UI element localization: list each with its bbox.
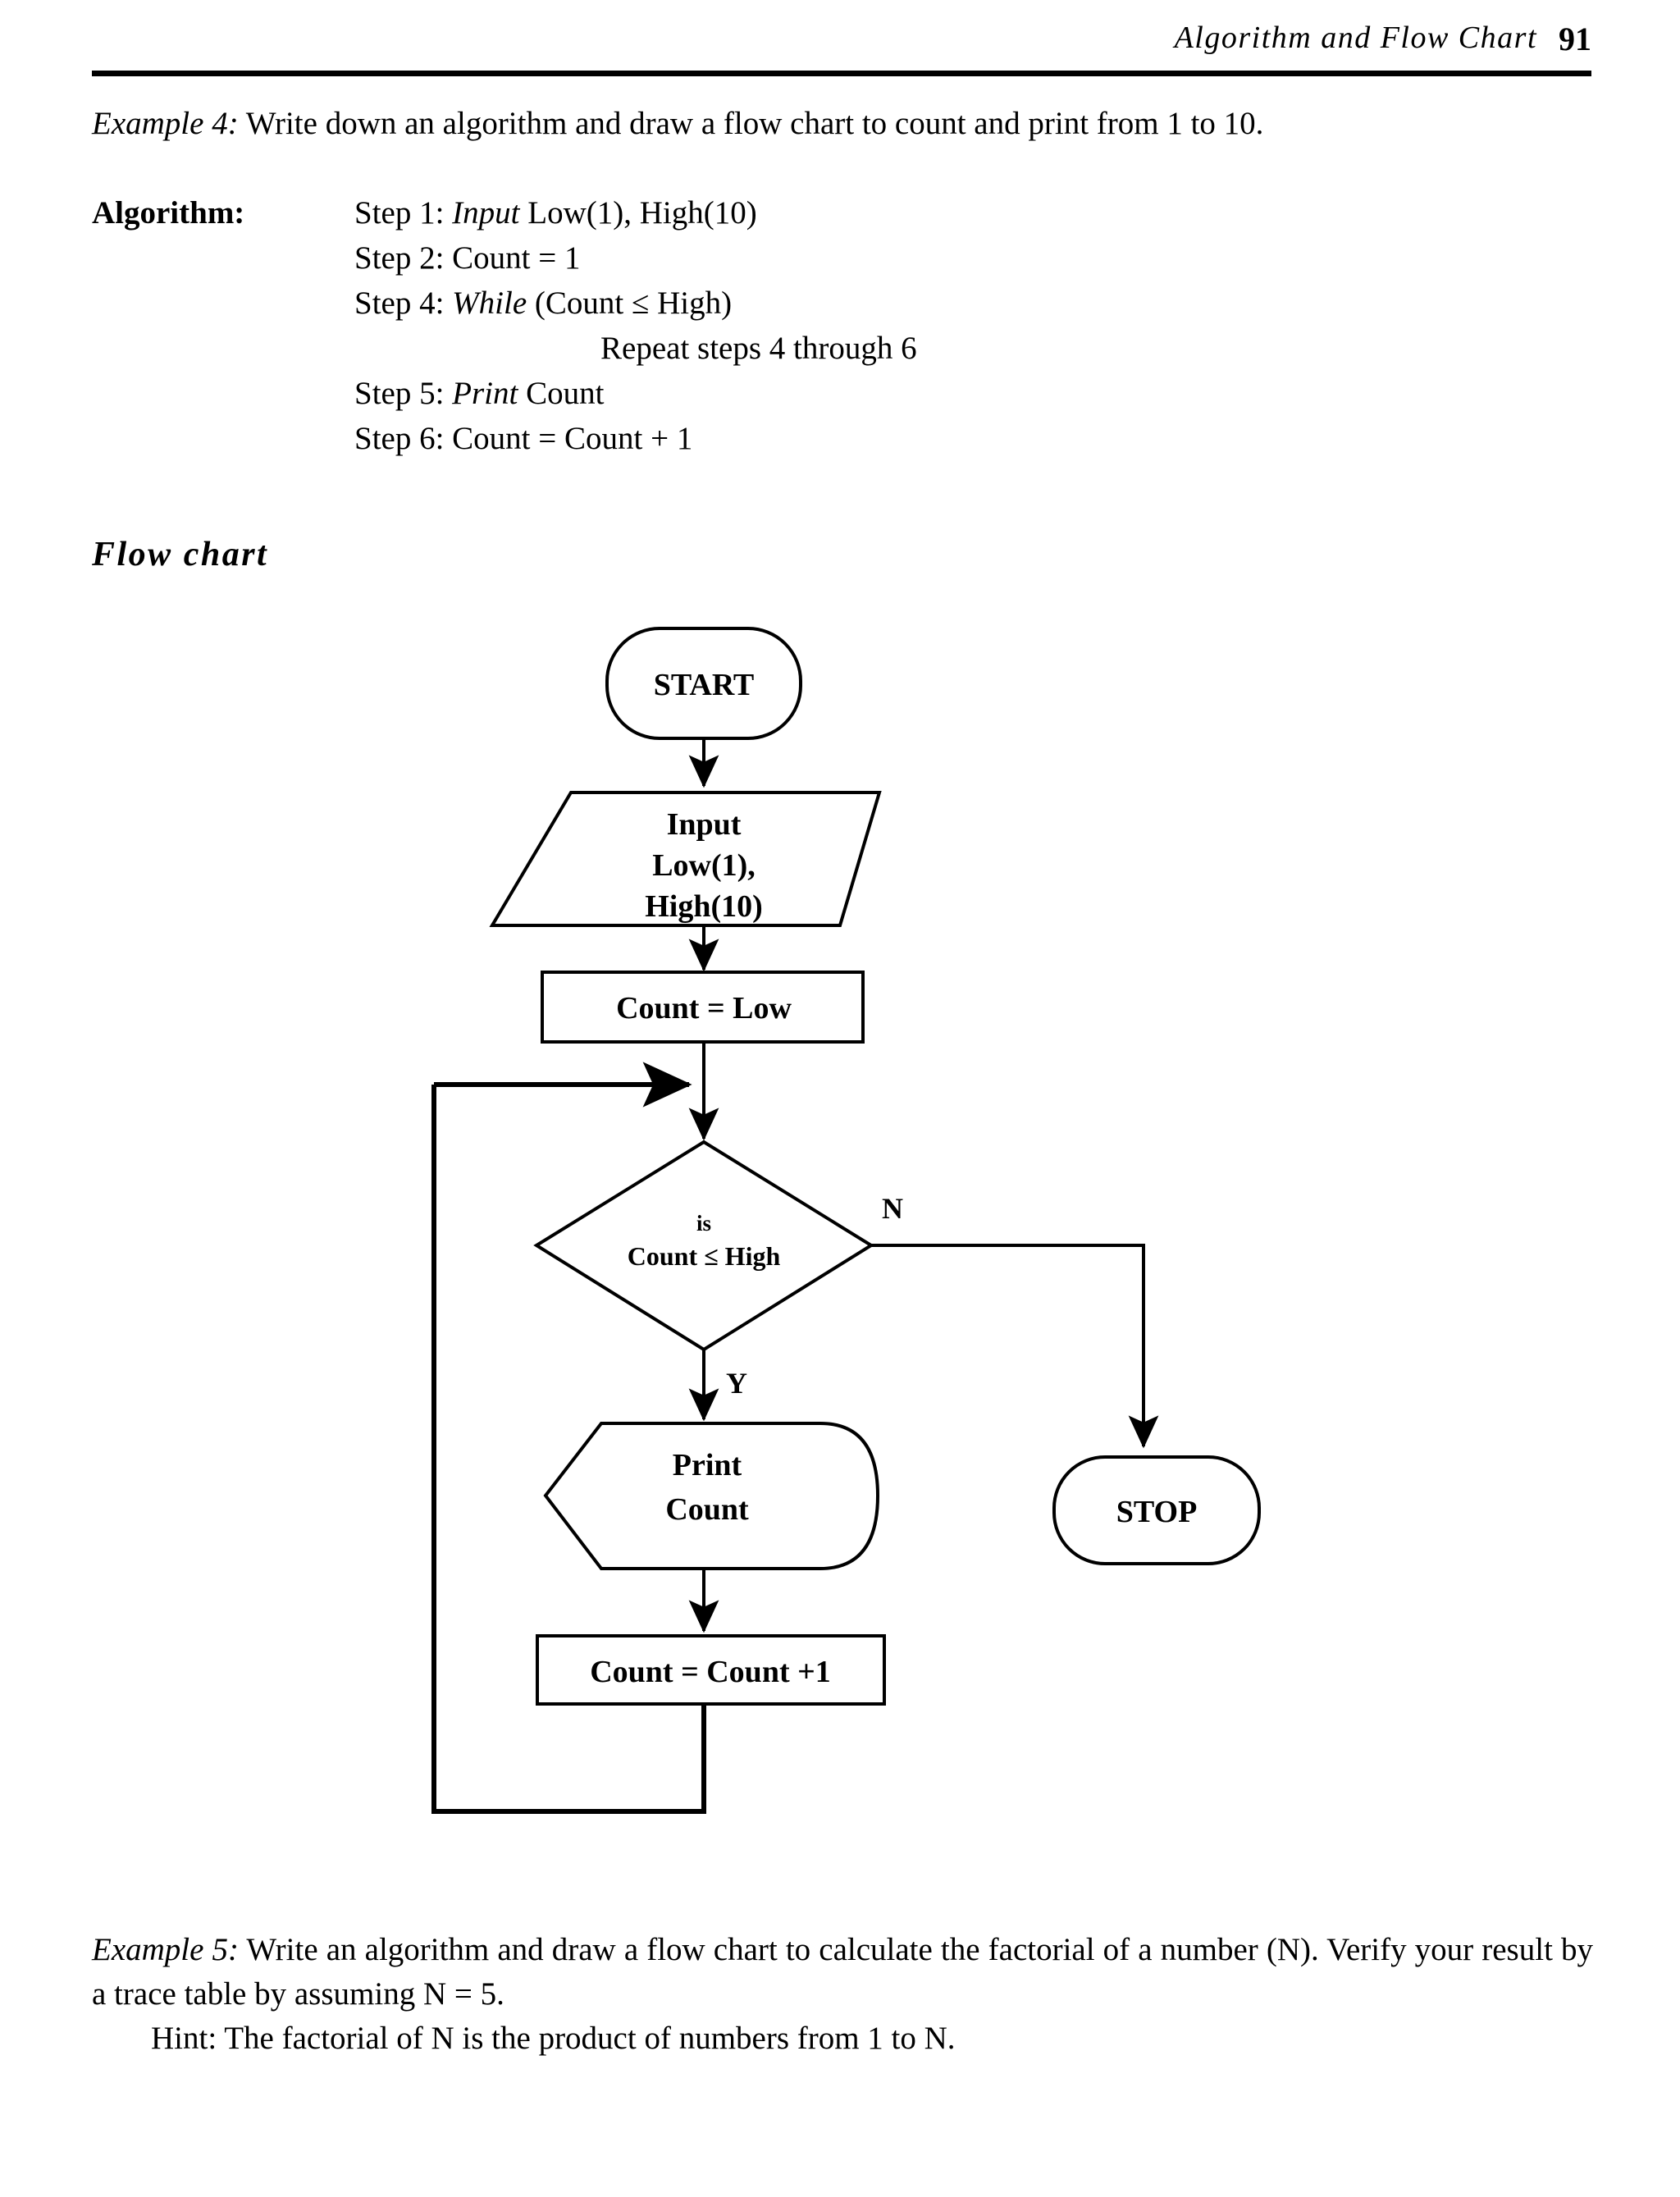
algorithm-step-text: Count = Count + 1	[452, 421, 693, 456]
algorithm-step-text: Count	[518, 376, 605, 411]
algorithm-step-keyword: Print	[452, 376, 518, 411]
algorithm-step: Step 4: While (Count ≤ High)	[354, 281, 1322, 326]
node-print: Print Count	[543, 1422, 880, 1570]
example-5-text: Write an algorithm and draw a flow chart…	[92, 1932, 1593, 2012]
algorithm-step-text: Repeat steps 4 through 6	[600, 331, 917, 366]
node-increment-label: Count = Count +1	[590, 1655, 831, 1689]
branch-label-no: N	[882, 1192, 903, 1225]
hint-text: Hint: The factorial of N is the product …	[151, 2021, 956, 2056]
algorithm-label: Algorithm:	[92, 195, 245, 231]
algorithm-step: Step 1: Input Low(1), High(10)	[354, 190, 1322, 235]
node-print-line1: Print	[673, 1448, 742, 1482]
algorithm-block: Algorithm: Step 1: Input Low(1), High(10…	[92, 190, 1322, 461]
node-start: START	[605, 627, 802, 740]
algorithm-step-keyword: While	[452, 285, 527, 321]
algorithm-step-number: Step 4:	[354, 285, 453, 321]
node-init: Count = Low	[541, 971, 865, 1044]
algorithm-step: Step 5: Print Count	[354, 371, 1322, 416]
example-4-paragraph: Example 4: Write down an algorithm and d…	[92, 102, 1593, 146]
algorithm-step-number: Step 5:	[354, 376, 453, 411]
header-rule	[92, 71, 1591, 76]
node-increment: Count = Count +1	[536, 1634, 886, 1706]
node-print-line2: Count	[665, 1492, 749, 1527]
node-input-line2: Low(1),	[652, 848, 756, 883]
running-head-title: Algorithm and Flow Chart	[1174, 21, 1537, 55]
node-decision-line1: is	[696, 1211, 711, 1236]
algorithm-step: Repeat steps 4 through 6	[354, 326, 1322, 371]
algorithm-steps: Step 1: Input Low(1), High(10)Step 2: Co…	[354, 190, 1322, 461]
page-number: 91	[1559, 21, 1591, 57]
algorithm-step-number: Step 2:	[354, 240, 453, 276]
node-stop: STOP	[1052, 1455, 1261, 1565]
node-start-label: START	[654, 668, 755, 702]
algorithm-step: Step 6: Count = Count + 1	[354, 416, 1322, 461]
algorithm-step: Step 2: Count = 1	[354, 235, 1322, 281]
algorithm-step-keyword: Input	[452, 195, 520, 231]
example-4-text: Write down an algorithm and draw a flow …	[238, 106, 1264, 141]
algorithm-step-number: Step 6:	[354, 421, 453, 456]
node-decision: is Count ≤ High	[533, 1140, 874, 1352]
node-input-line1: Input	[667, 807, 742, 842]
node-init-label: Count = Low	[616, 991, 792, 1025]
example-5-paragraph: Example 5: Write an algorithm and draw a…	[92, 1928, 1593, 2017]
flowchart-heading: Flow chart	[92, 536, 269, 573]
flowchart-diagram: START Input Low(1), High(10) Count = Low	[0, 599, 1680, 1879]
edge-decision-no-to-stop	[871, 1244, 1159, 1449]
node-decision-line2: Count ≤ High	[628, 1241, 781, 1271]
algorithm-step-text: Count = 1	[452, 240, 581, 276]
algorithm-step-number: Step 1:	[354, 195, 453, 231]
example-4-label: Example 4:	[92, 106, 239, 141]
branch-label-yes: Y	[726, 1367, 747, 1400]
running-head: Algorithm and Flow Chart 91	[90, 20, 1591, 72]
node-input-line3: High(10)	[645, 889, 763, 924]
algorithm-step-text: (Count ≤ High)	[527, 285, 733, 321]
example-5-label: Example 5:	[92, 1932, 240, 1967]
node-stop-label: STOP	[1116, 1495, 1198, 1529]
hint-paragraph: Hint: The factorial of N is the product …	[92, 2017, 1593, 2061]
algorithm-step-text: Low(1), High(10)	[519, 195, 757, 231]
edge-increment-loopback	[431, 1085, 706, 1814]
node-input: Input Low(1), High(10)	[489, 791, 882, 927]
